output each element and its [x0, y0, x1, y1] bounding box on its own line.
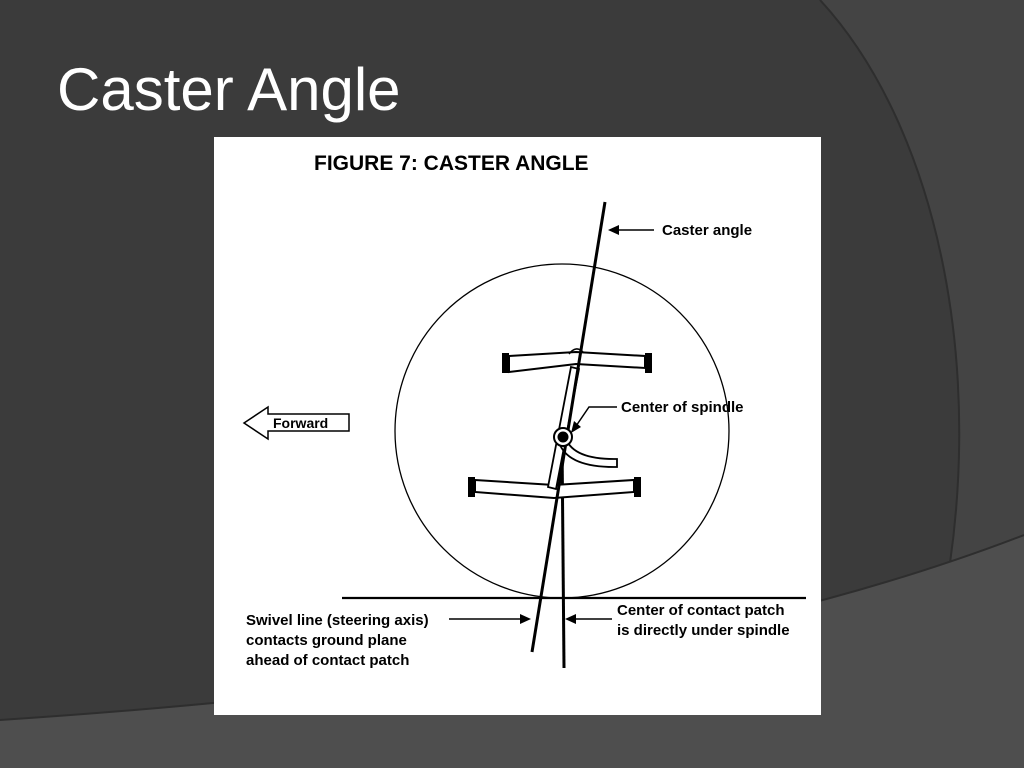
forward-arrow: Forward	[242, 405, 350, 441]
figure-panel: FIGURE 7: CASTER ANGLE	[214, 137, 821, 715]
caster-angle-arrowhead	[608, 225, 619, 235]
steering-axis-line	[530, 201, 607, 653]
figure-heading: FIGURE 7: CASTER ANGLE	[314, 152, 589, 175]
swivel-line-label-2: contacts ground plane	[246, 632, 407, 649]
spindle-stub	[559, 438, 618, 468]
background-arc-line	[819, 0, 961, 621]
contact-patch-label-2: is directly under spindle	[617, 622, 790, 639]
spindle-arrowhead	[571, 421, 581, 433]
spindle-arrow-line	[573, 406, 617, 430]
forward-label: Forward	[273, 415, 328, 431]
center-of-spindle-label: Center of spindle	[621, 399, 744, 416]
swivel-line-label-1: Swivel line (steering axis)	[246, 612, 429, 629]
swivel-line-label-3: ahead of contact patch	[246, 652, 409, 669]
contact-patch-line	[560, 439, 566, 669]
contact-patch-label-1: Center of contact patch	[617, 602, 785, 619]
slide-title: Caster Angle	[57, 56, 401, 123]
contact-patch-arrowhead	[565, 614, 576, 624]
swivel-arrowhead	[520, 614, 531, 624]
caster-angle-diagram: FIGURE 7: CASTER ANGLE	[242, 152, 806, 669]
spindle-center-dot	[557, 431, 569, 443]
caster-angle-label: Caster angle	[662, 222, 752, 239]
background-arc-right	[820, 0, 1024, 620]
